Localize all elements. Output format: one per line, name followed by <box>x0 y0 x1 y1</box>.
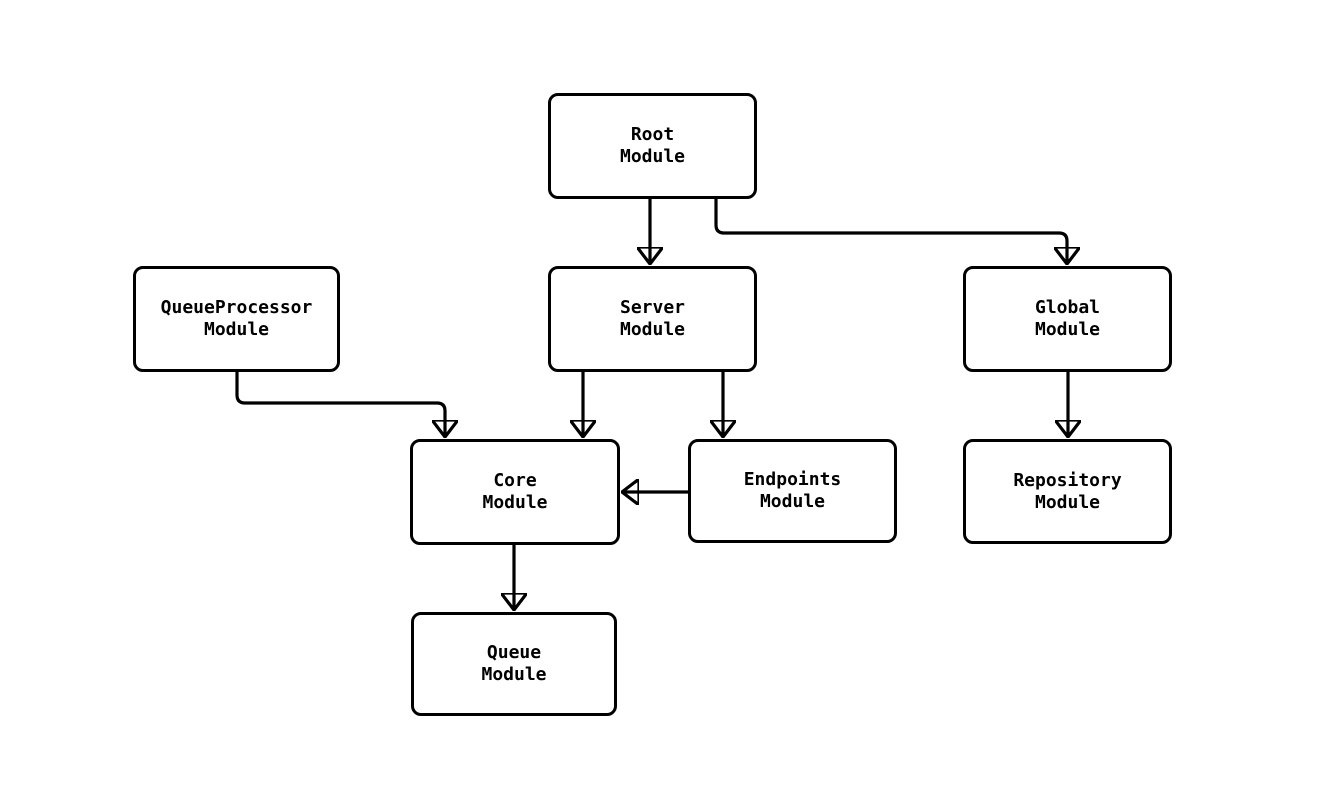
node-queue-module: Queue Module <box>411 612 617 716</box>
node-queueprocessor-module: QueueProcessor Module <box>133 266 340 372</box>
node-endpoints-module: Endpoints Module <box>688 439 897 543</box>
node-root-module: Root Module <box>548 93 757 199</box>
edge-root-to-global <box>714 198 1067 263</box>
node-core-module: Core Module <box>410 439 620 545</box>
node-server-module: Server Module <box>548 266 757 372</box>
edge-queueprocessor-to-core <box>235 372 445 436</box>
node-repository-module: Repository Module <box>963 439 1172 544</box>
node-global-module: Global Module <box>963 266 1172 372</box>
